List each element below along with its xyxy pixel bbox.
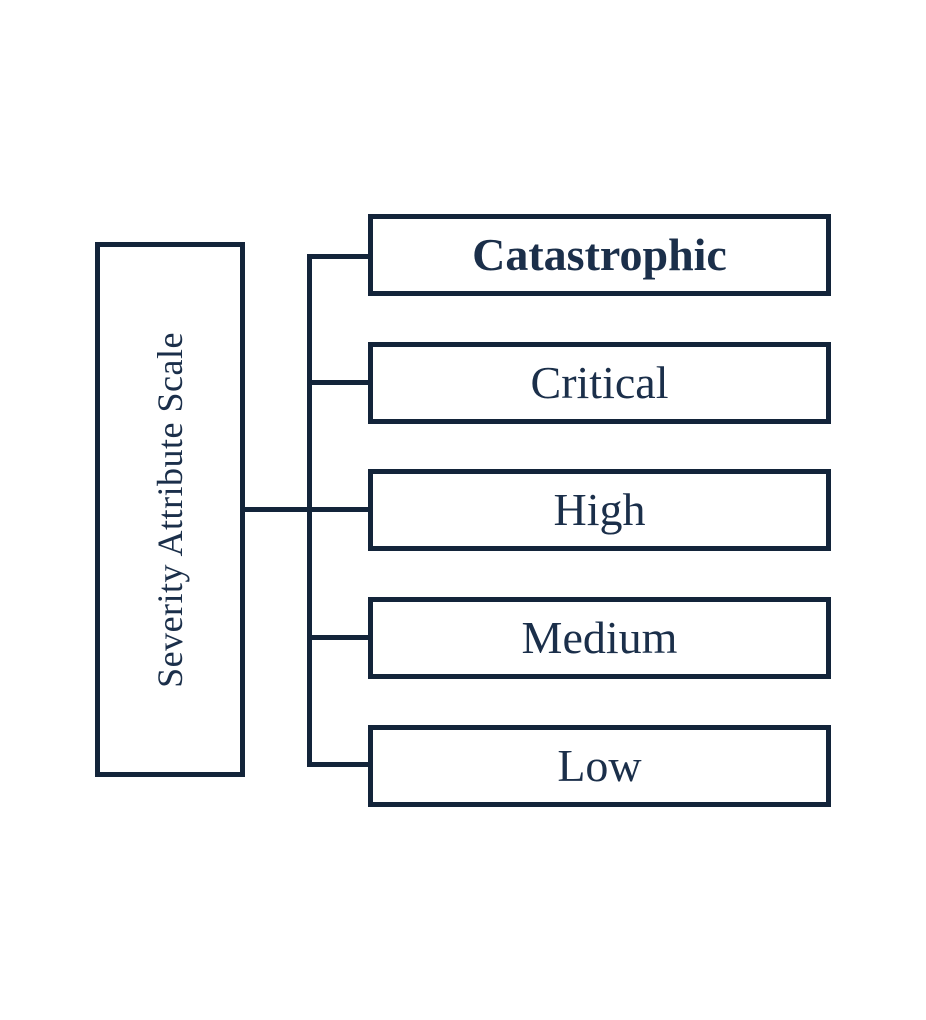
severity-level-low[interactable]: Low <box>368 725 831 807</box>
connector-branch-low <box>307 762 370 767</box>
root-node-severity-attribute-scale[interactable]: Severity Attribute Scale <box>95 242 245 777</box>
severity-level-label: High <box>553 484 646 535</box>
connector-root-stub <box>245 507 310 512</box>
connector-branch-critical <box>307 380 370 385</box>
severity-level-label: Catastrophic <box>472 229 727 280</box>
root-node-label: Severity Attribute Scale <box>150 331 190 688</box>
connector-branch-medium <box>307 635 370 640</box>
connector-branch-catastrophic <box>307 254 370 259</box>
severity-level-catastrophic[interactable]: Catastrophic <box>368 214 831 296</box>
severity-level-label: Critical <box>530 357 669 408</box>
severity-level-label: Medium <box>521 612 678 663</box>
severity-level-high[interactable]: High <box>368 469 831 551</box>
severity-level-label: Low <box>557 740 642 791</box>
severity-level-critical[interactable]: Critical <box>368 342 831 424</box>
connector-branch-high <box>307 507 370 512</box>
severity-level-medium[interactable]: Medium <box>368 597 831 679</box>
